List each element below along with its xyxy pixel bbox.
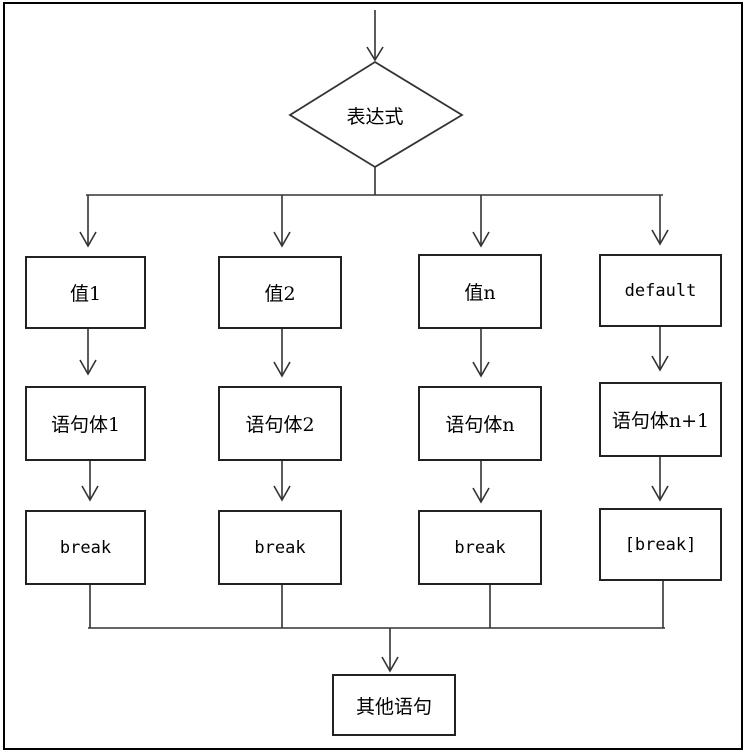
optional-break-box: [break] bbox=[599, 508, 722, 581]
statement-box-n: 语句体n bbox=[418, 386, 542, 461]
value-box-n: 值n bbox=[418, 254, 542, 329]
value-box-1: 值1 bbox=[25, 256, 146, 329]
statement-box-1: 语句体1 bbox=[25, 386, 146, 461]
value-box-2: 值2 bbox=[218, 256, 342, 329]
entry-arrowhead bbox=[366, 46, 384, 62]
statement-box-default: 语句体n+1 bbox=[599, 382, 722, 457]
statement-box-2: 语句体2 bbox=[218, 386, 342, 461]
break-box-n: break bbox=[418, 510, 542, 585]
other-statements-box: 其他语句 bbox=[332, 674, 456, 736]
default-box: default bbox=[599, 254, 722, 327]
diagram-frame bbox=[3, 2, 743, 750]
break-box-1: break bbox=[25, 510, 146, 585]
break-box-2: break bbox=[218, 510, 342, 585]
decision-label: 表达式 bbox=[346, 105, 404, 128]
